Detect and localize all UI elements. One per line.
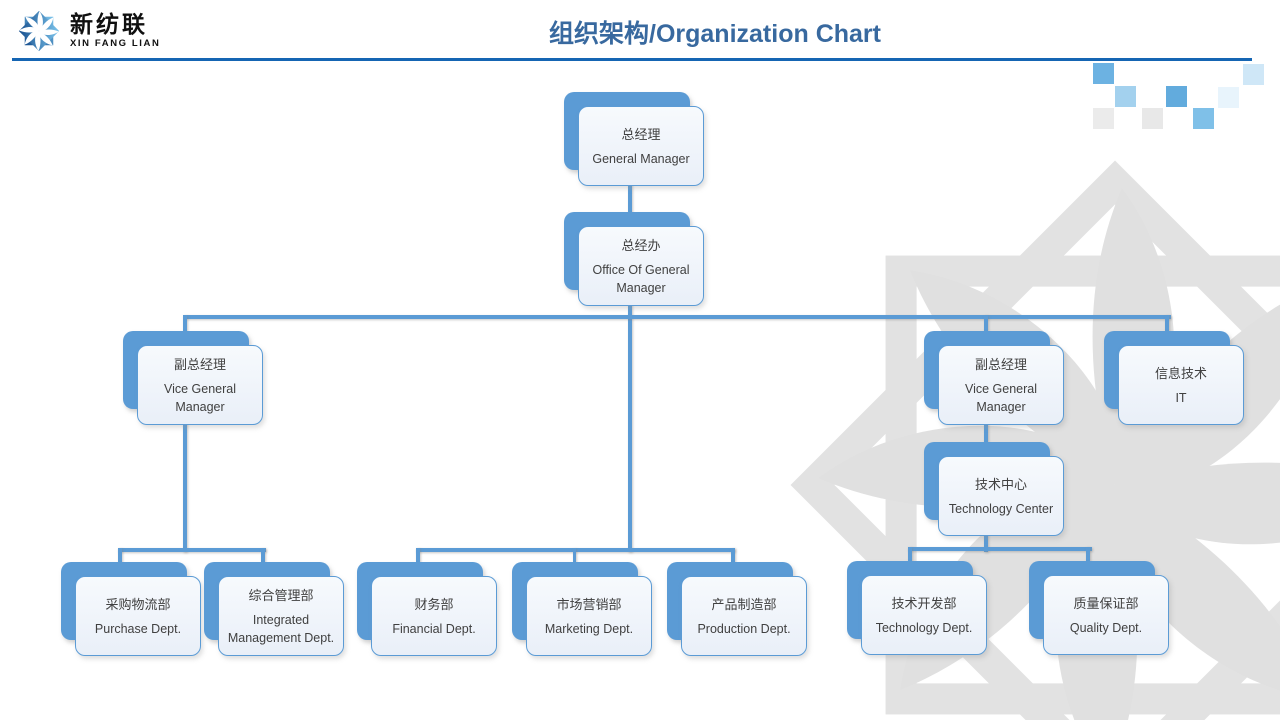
connector-marketing-drop [573,548,576,570]
node-card: 副总经理 Vice General Manager [938,345,1064,425]
node-title-zh: 总经办 [621,237,661,253]
node-title-en: Integrated Management Dept. [227,612,335,645]
node-title-zh: 采购物流部 [105,596,171,612]
node-title-zh: 产品制造部 [711,596,777,612]
node-title-zh: 技术开发部 [891,595,957,611]
org-node-it: 信息技术 IT [1104,331,1244,425]
node-title-en: Marketing Dept. [544,621,634,636]
mosaic-square [1093,108,1114,129]
node-title-en: Office Of General Manager [592,262,690,295]
connector-vgm-right-vertical [984,315,988,552]
node-title-en: Quality Dept. [1069,620,1143,635]
node-title-en: Technology Center [948,501,1054,516]
connector-main-vertical [628,168,632,552]
node-card: 总经理 General Manager [578,106,704,186]
org-node-vice-general-manager-left: 副总经理 Vice General Manager [123,331,263,425]
node-card: 技术中心 Technology Center [938,456,1064,536]
org-node-production-dept: 产品制造部 Production Dept. [667,562,807,656]
node-title-en: Vice General Manager [163,381,237,414]
node-title-zh: 总经理 [621,126,661,142]
node-title-zh: 副总经理 [974,356,1027,372]
page-title: 组织架构/Organization Chart [549,20,881,48]
node-title-zh: 财务部 [414,596,454,612]
node-title-en: Technology Dept. [875,620,973,635]
org-node-general-manager: 总经理 General Manager [564,92,704,186]
node-title-zh: 副总经理 [173,356,226,372]
connector-it-drop [1165,315,1169,345]
pinwheel-logo-icon [18,10,60,52]
mosaic-square [1193,108,1214,129]
header-divider [12,58,1252,61]
node-title-zh: 信息技术 [1154,365,1207,381]
mosaic-square [1115,86,1136,107]
connector-production-drop [731,548,735,570]
mosaic-square [1166,86,1187,107]
org-node-quality-dept: 质量保证部 Quality Dept. [1029,561,1169,655]
node-title-zh: 市场营销部 [556,596,622,612]
mosaic-square [1218,87,1239,108]
org-node-office-of-general-manager: 总经办 Office Of General Manager [564,212,704,306]
logo-text: 新纺联 XIN FANG LIAN [70,13,160,49]
logo-name-zh: 新纺联 [70,11,148,38]
mosaic-square [1243,64,1264,85]
node-title-zh: 综合管理部 [248,587,314,603]
node-title-en: Financial Dept. [392,621,476,636]
org-node-technology-center: 技术中心 Technology Center [924,442,1064,536]
org-node-integrated-management-dept: 综合管理部 Integrated Management Dept. [204,562,344,656]
node-title-en: Vice General Manager [964,381,1038,414]
connector-right-branch-horizontal [908,547,1092,551]
node-card: 质量保证部 Quality Dept. [1043,575,1169,655]
node-title-zh: 技术中心 [974,476,1027,492]
node-title-en: General Manager [592,151,690,166]
node-title-en: IT [1175,390,1187,405]
connector-vgm-left-vertical [183,315,187,552]
connector-level2-horizontal [185,315,1171,319]
mosaic-square [1142,108,1163,129]
node-card: 技术开发部 Technology Dept. [861,575,987,655]
org-node-financial-dept: 财务部 Financial Dept. [357,562,497,656]
org-node-marketing-dept: 市场营销部 Marketing Dept. [512,562,652,656]
logo-name-en: XIN FANG LIAN [70,38,161,50]
connector-financial-drop [416,548,420,570]
node-card: 副总经理 Vice General Manager [137,345,263,425]
node-title-zh: 质量保证部 [1073,595,1139,611]
connector-integrated-drop [261,548,265,570]
node-title-en: Production Dept. [697,621,791,636]
connector-techdept-drop [908,547,912,569]
node-title-en: Purchase Dept. [94,621,182,636]
org-node-technology-dept: 技术开发部 Technology Dept. [847,561,987,655]
connector-purchase-drop [118,548,122,570]
node-card: 总经办 Office Of General Manager [578,226,704,306]
connector-quality-drop [1086,547,1090,569]
node-card: 信息技术 IT [1118,345,1244,425]
connector-left-branch-horizontal [118,548,266,552]
org-node-vice-general-manager-right: 副总经理 Vice General Manager [924,331,1064,425]
node-card: 财务部 Financial Dept. [371,576,497,656]
org-node-purchase-dept: 采购物流部 Purchase Dept. [61,562,201,656]
mosaic-square [1093,63,1114,84]
node-card: 采购物流部 Purchase Dept. [75,576,201,656]
node-card: 市场营销部 Marketing Dept. [526,576,652,656]
company-logo: 新纺联 XIN FANG LIAN [16,8,160,54]
node-card: 综合管理部 Integrated Management Dept. [218,576,344,656]
node-card: 产品制造部 Production Dept. [681,576,807,656]
